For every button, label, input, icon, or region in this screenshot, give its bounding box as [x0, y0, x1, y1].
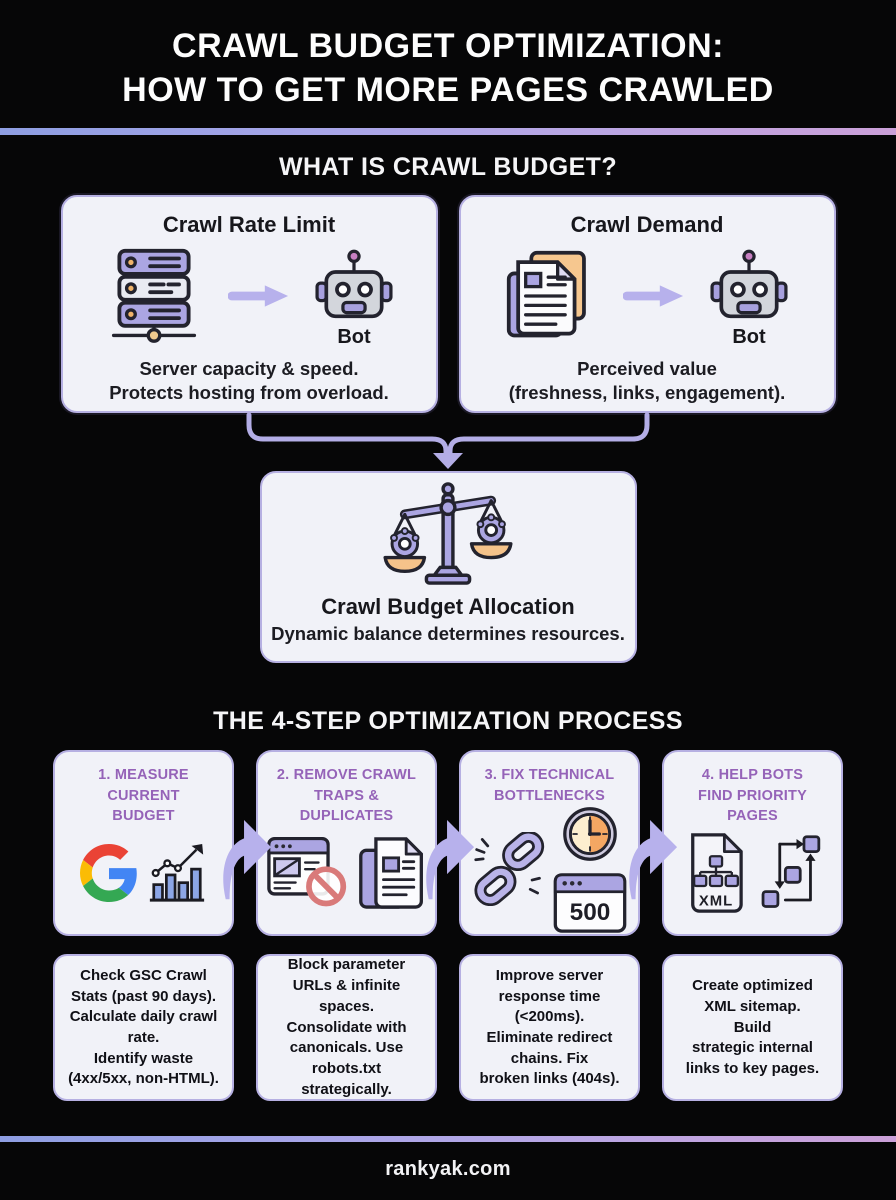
browser-blocked-icon — [266, 836, 349, 915]
bar-chart-icon — [146, 842, 208, 909]
balance-scale-icon — [379, 481, 517, 592]
footer: rankyak.com — [0, 1142, 896, 1196]
step-arrow-icon — [426, 820, 475, 900]
step-icons: XML — [683, 826, 823, 934]
bot-stack: Bot — [314, 248, 394, 349]
bot-label: Bot — [337, 325, 371, 348]
section-title-optimization-process: THE 4-STEP OPTIMIZATION PROCESS — [213, 707, 683, 736]
server-icon — [104, 248, 204, 349]
page-title: CRAWL BUDGET OPTIMIZATION: HOW TO GET MO… — [122, 27, 774, 110]
robot-icon — [709, 248, 789, 325]
step-card-1: 1. MEASURE CURRENT BUDGET — [53, 750, 234, 937]
crawl-budget-allocation-card: Crawl Budget Allocation Dynamic balance … — [259, 471, 637, 664]
step-card-2: 2. REMOVE CRAWL TRAPS & DUPLICATES — [256, 750, 437, 937]
icon-row: Bot — [104, 246, 394, 350]
step-arrow-icon — [223, 820, 272, 900]
internal-links-flow-icon — [757, 833, 823, 918]
google-logo-icon — [79, 843, 138, 907]
step-card-4: 4. HELP BOTS FIND PRIORITY PAGES — [662, 750, 843, 937]
detail-card-1: Check GSC Crawl Stats (past 90 days). Ca… — [53, 954, 234, 1102]
step-title: 4. HELP BOTS FIND PRIORITY PAGES — [698, 767, 807, 824]
footer-divider — [0, 1136, 896, 1143]
broken-chain-icon — [473, 831, 545, 911]
step-icons: 500 — [473, 806, 627, 948]
step-title: 1. MEASURE CURRENT BUDGET — [98, 767, 189, 824]
xml-label-text: XML — [698, 893, 732, 909]
card-description: Server capacity & speed. Protects hostin… — [109, 358, 389, 404]
details-row: Check GSC Crawl Stats (past 90 days). Ca… — [0, 954, 896, 1102]
detail-text: Improve server response time (<200ms). E… — [479, 966, 620, 1088]
header: CRAWL BUDGET OPTIMIZATION: HOW TO GET MO… — [0, 0, 896, 112]
duplicate-pages-icon — [357, 835, 427, 916]
xml-sitemap-file-icon: XML — [683, 833, 749, 918]
top-divider — [0, 128, 896, 136]
merge-connector-arrow — [246, 413, 650, 470]
allocation-description: Dynamic balance determines resources. — [271, 623, 625, 645]
step-card-3: 3. FIX TECHNICAL BOTTLENECKS — [459, 750, 640, 937]
bot-stack: Bot — [709, 248, 789, 349]
detail-card-4: Create optimized XML sitemap. Build stra… — [662, 954, 843, 1102]
error-500-icon: 500 — [553, 873, 627, 938]
card-description: Perceived value (freshness, links, engag… — [508, 358, 786, 404]
step-title: 3. FIX TECHNICAL BOTTLENECKS — [484, 767, 615, 804]
steps-row: 1. MEASURE CURRENT BUDGET — [0, 750, 896, 937]
clock-icon — [562, 806, 618, 867]
robot-icon — [314, 248, 394, 325]
step-icons — [266, 826, 427, 934]
card-title: Crawl Rate Limit — [162, 212, 336, 238]
detail-card-2: Block parameter URLs & infinite spaces. … — [256, 954, 437, 1102]
icon-row: Bot — [505, 246, 789, 350]
step-title: 2. REMOVE CRAWL TRAPS & DUPLICATES — [276, 767, 417, 824]
detail-text: Check GSC Crawl Stats (past 90 days). Ca… — [68, 966, 219, 1088]
arrow-right-icon — [622, 283, 685, 314]
crawl-rate-limit-card: Crawl Rate Limit — [60, 195, 438, 414]
site-name: rankyak.com — [385, 1157, 511, 1180]
card-title: Crawl Demand — [570, 212, 724, 238]
step-arrow-icon — [629, 820, 678, 900]
bot-label: Bot — [732, 325, 766, 348]
detail-text: Block parameter URLs & infinite spaces. … — [286, 956, 407, 1098]
documents-icon — [505, 249, 599, 348]
error-code-text: 500 — [569, 899, 610, 926]
section-title-what-is-crawl-budget: WHAT IS CRAWL BUDGET? — [278, 153, 617, 182]
step-icons — [79, 826, 208, 934]
definition-cards-row: Crawl Rate Limit — [0, 195, 896, 414]
clock-and-error-stack: 500 — [553, 806, 627, 938]
detail-text: Create optimized XML sitemap. Build stra… — [685, 977, 820, 1077]
allocation-title: Crawl Budget Allocation — [321, 594, 575, 620]
arrow-right-icon — [227, 283, 290, 314]
detail-card-3: Improve server response time (<200ms). E… — [459, 954, 640, 1102]
crawl-demand-card: Crawl Demand — [458, 195, 836, 414]
